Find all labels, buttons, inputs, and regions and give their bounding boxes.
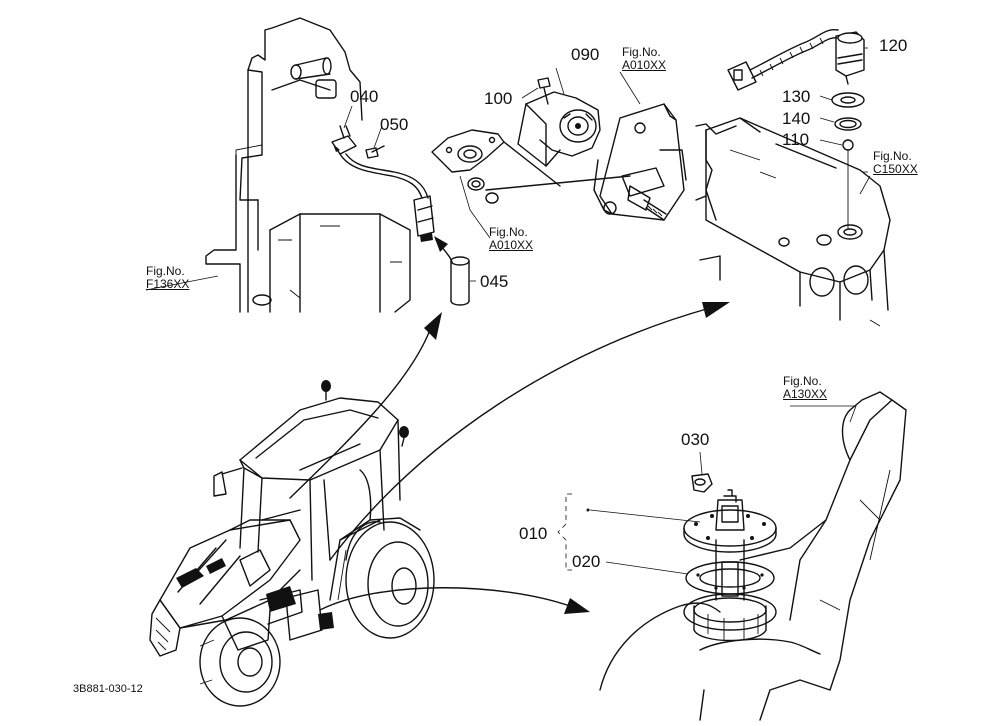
figure-ref-label: Fig.No. <box>622 45 661 59</box>
part-number-100: 100 <box>484 89 513 108</box>
sensor-bracket-assembly <box>431 77 687 221</box>
part-number-090: 090 <box>571 45 600 64</box>
pedal-bracket-assembly <box>205 17 435 313</box>
figure-ref-c150: Fig.No. C150XX <box>873 150 918 176</box>
part-number-050: 050 <box>380 115 409 134</box>
figure-ref-label: Fig.No. <box>489 225 528 239</box>
part-number-045: 045 <box>480 272 509 291</box>
drawing-code: 3B881-030-12 <box>73 683 143 695</box>
leader-lines <box>145 47 871 575</box>
sleeve-045 <box>450 256 470 306</box>
part-number-020: 020 <box>572 552 601 571</box>
figure-ref-label: Fig.No. <box>146 264 185 278</box>
part-number-040: 040 <box>350 87 379 106</box>
figure-ref-a010-top: Fig.No. A010XX <box>622 46 666 72</box>
tractor-illustration <box>149 380 435 707</box>
figure-ref-code: A010XX <box>489 238 534 252</box>
part-number-130: 130 <box>782 87 811 106</box>
figure-ref-code: C150XX <box>873 162 918 176</box>
figure-ref-code: A130XX <box>783 387 828 401</box>
figure-ref-a010-mid: Fig.No. A010XX <box>489 226 533 252</box>
figure-ref-code: A010XX <box>622 58 667 72</box>
pressure-switch-assembly <box>695 28 891 327</box>
part-number-010: 010 <box>519 524 548 543</box>
location-arrows <box>289 236 730 614</box>
part-number-140: 140 <box>782 109 811 128</box>
figure-ref-label: Fig.No. <box>873 149 912 163</box>
figure-ref-f136: Fig.No. F136XX <box>146 265 189 291</box>
fuel-sender-assembly <box>599 391 907 721</box>
part-number-120: 120 <box>879 36 908 55</box>
part-number-110: 110 <box>782 130 810 149</box>
figure-ref-label: Fig.No. <box>783 374 822 388</box>
part-number-030: 030 <box>681 430 710 449</box>
figure-ref-code: F136XX <box>146 277 190 291</box>
figure-ref-a130: Fig.No. A130XX <box>783 375 827 401</box>
